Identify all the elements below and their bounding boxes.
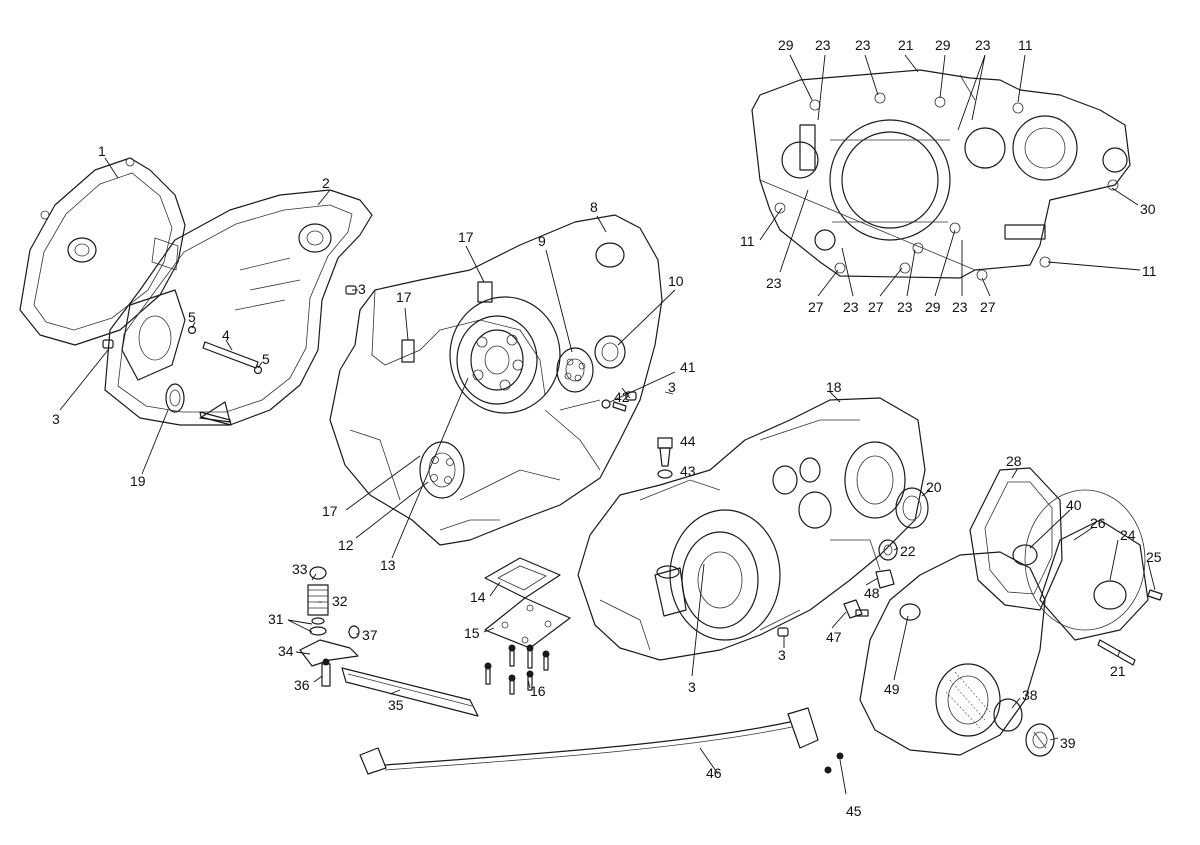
- callout-34: 34: [278, 643, 294, 659]
- callout-3: 3: [778, 647, 786, 663]
- clutch-cover-part-1: [19, 157, 186, 346]
- ignition-parts-24-28-40: [969, 467, 1163, 666]
- callout-25: 25: [1146, 549, 1162, 565]
- callout-14: 14: [470, 589, 486, 605]
- callout-32: 32: [332, 593, 348, 609]
- callout-23: 23: [815, 37, 831, 53]
- callout-40: 40: [1066, 497, 1082, 513]
- small-parts-left: [102, 285, 357, 426]
- left-crankcase-part-8: [329, 214, 663, 546]
- callout-23: 23: [766, 275, 782, 291]
- callout-20: 20: [926, 479, 942, 495]
- callout-11: 11: [1018, 37, 1033, 53]
- callout-5: 5: [188, 309, 196, 325]
- callout-24: 24: [1120, 527, 1136, 543]
- callout-11: 11: [1142, 263, 1157, 279]
- callout-27: 27: [868, 299, 884, 315]
- callout-37: 37: [362, 627, 378, 643]
- callout-30: 30: [1140, 201, 1156, 217]
- callout-labels: 1 2 3 3 3 3 3 4 5 5 8 9 10 11 11 11 12 1…: [52, 37, 1162, 819]
- callout-35: 35: [388, 697, 404, 713]
- callout-49: 49: [884, 681, 900, 697]
- callout-39: 39: [1060, 735, 1076, 751]
- right-crankcase-part-18: [577, 397, 926, 661]
- callout-23: 23: [952, 299, 968, 315]
- callout-17: 17: [396, 289, 412, 305]
- callout-28: 28: [1006, 453, 1022, 469]
- callout-18: 18: [826, 379, 842, 395]
- callout-29: 29: [925, 299, 941, 315]
- callout-36: 36: [294, 677, 310, 693]
- callout-41: 41: [680, 359, 696, 375]
- callout-9: 9: [538, 233, 546, 249]
- callout-3: 3: [52, 411, 60, 427]
- callout-27: 27: [980, 299, 996, 315]
- callout-22: 22: [900, 543, 916, 559]
- callout-11: 11: [740, 233, 755, 249]
- callout-23: 23: [897, 299, 913, 315]
- callout-19: 19: [130, 473, 146, 489]
- callout-42: 42: [614, 389, 630, 405]
- callout-13: 13: [380, 557, 396, 573]
- callout-5: 5: [262, 351, 270, 367]
- inner-cover-gasket-part-2: [104, 189, 373, 426]
- callout-23: 23: [855, 37, 871, 53]
- callout-3: 3: [358, 281, 366, 297]
- callout-44: 44: [680, 433, 696, 449]
- callout-15: 15: [464, 625, 480, 641]
- callout-21: 21: [898, 37, 914, 53]
- callout-48: 48: [864, 585, 880, 601]
- callout-21: 21: [1110, 663, 1126, 679]
- callout-8: 8: [590, 199, 598, 215]
- callout-10: 10: [668, 273, 684, 289]
- callout-31: 31: [268, 611, 284, 627]
- callout-2: 2: [322, 175, 330, 191]
- callout-17: 17: [322, 503, 338, 519]
- leader-lines: [59, 54, 1156, 795]
- callout-46: 46: [706, 765, 722, 781]
- lever-hose-parts-31-37: [299, 566, 479, 717]
- intake-plate-parts-14-15-16: [484, 557, 571, 695]
- callout-3: 3: [668, 379, 676, 395]
- callout-1: 1: [98, 143, 106, 159]
- small-parts-center: [601, 391, 673, 479]
- ignition-cover-part-49: [859, 551, 1055, 757]
- callout-43: 43: [680, 463, 696, 479]
- callout-12: 12: [338, 537, 354, 553]
- callout-4: 4: [222, 327, 230, 343]
- crankcase-inner-view: [751, 69, 1131, 281]
- callout-17: 17: [458, 229, 474, 245]
- callout-45: 45: [846, 803, 862, 819]
- callout-38: 38: [1022, 687, 1038, 703]
- callout-26: 26: [1090, 515, 1106, 531]
- small-parts-right: [777, 487, 929, 637]
- callout-47: 47: [826, 629, 842, 645]
- callout-29: 29: [778, 37, 794, 53]
- callout-27: 27: [808, 299, 824, 315]
- callout-16: 16: [530, 683, 546, 699]
- cable-part-46: [359, 707, 844, 775]
- callout-33: 33: [292, 561, 308, 577]
- callout-23: 23: [843, 299, 859, 315]
- callout-23: 23: [975, 37, 991, 53]
- callout-3: 3: [688, 679, 696, 695]
- callout-29: 29: [935, 37, 951, 53]
